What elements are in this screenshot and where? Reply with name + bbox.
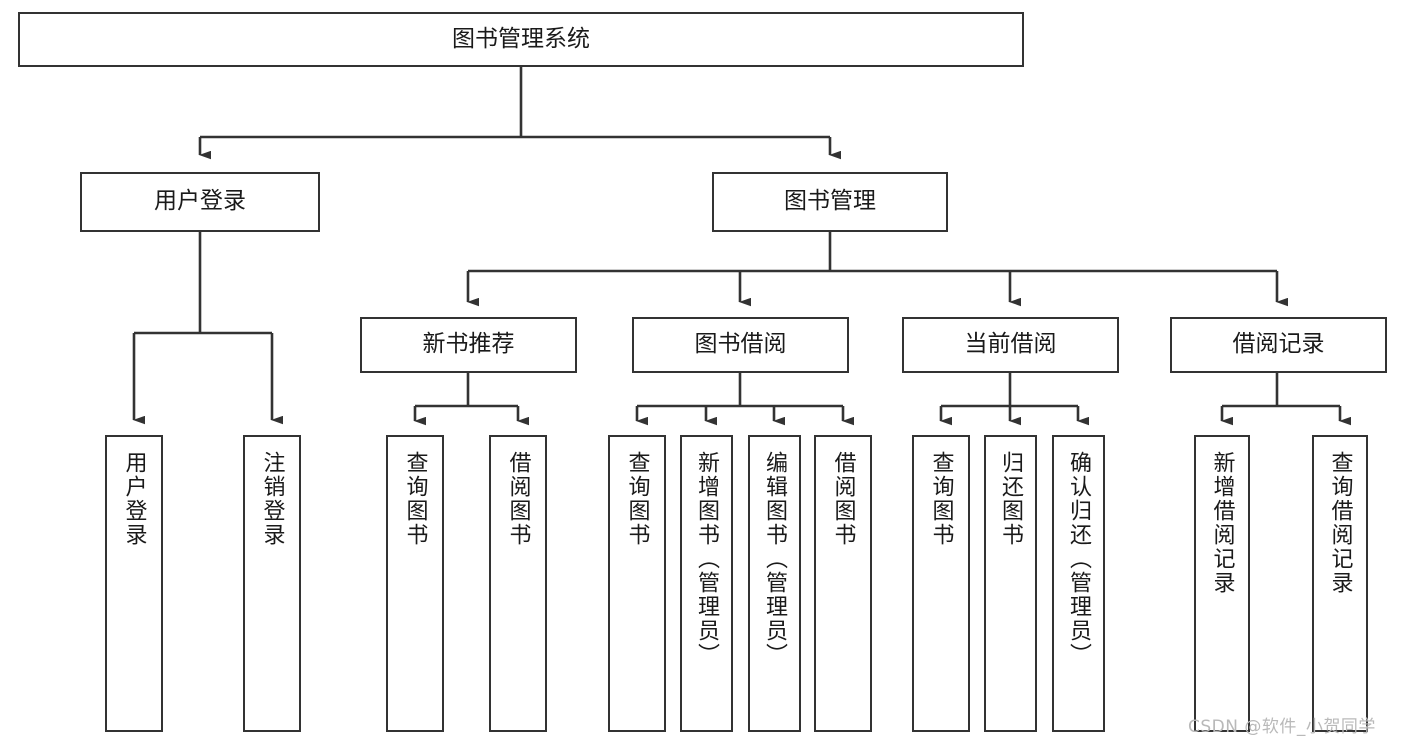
node-leaf-query-book-2-label: 查询图书 [624, 451, 650, 547]
node-root-label: 图书管理系统 [452, 25, 590, 52]
node-leaf-user-login[interactable]: 用户登录 [105, 435, 163, 732]
node-leaf-borrow-book-2-label: 借阅图书 [830, 451, 856, 547]
node-book-borrow-label: 图书借阅 [694, 331, 787, 358]
node-leaf-add-book[interactable]: 新增图书（管理员） [680, 435, 733, 732]
node-leaf-return-book[interactable]: 归还图书 [984, 435, 1037, 732]
node-leaf-confirm-return[interactable]: 确认归还（管理员） [1052, 435, 1105, 732]
node-leaf-query-book-1[interactable]: 查询图书 [386, 435, 444, 732]
node-leaf-confirm-return-label: 确认归还（管理员） [1066, 451, 1092, 667]
node-leaf-edit-book-label: 编辑图书（管理员） [762, 451, 788, 667]
node-leaf-borrow-book-2[interactable]: 借阅图书 [814, 435, 872, 732]
node-leaf-borrow-book-1-label: 借阅图书 [505, 451, 531, 547]
node-leaf-user-login-label: 用户登录 [121, 451, 147, 547]
node-book-borrow[interactable]: 图书借阅 [632, 317, 849, 373]
node-current-borrow-label: 当前借阅 [964, 331, 1057, 358]
node-leaf-query-book-3-label: 查询图书 [928, 451, 954, 547]
node-leaf-query-record-label: 查询借阅记录 [1327, 451, 1353, 595]
node-current-borrow[interactable]: 当前借阅 [902, 317, 1119, 373]
node-new-book-recommend[interactable]: 新书推荐 [360, 317, 577, 373]
node-root[interactable]: 图书管理系统 [18, 12, 1024, 67]
node-leaf-return-book-label: 归还图书 [998, 451, 1024, 547]
node-user-login-label: 用户登录 [154, 188, 246, 215]
node-leaf-add-book-label: 新增图书（管理员） [694, 451, 720, 667]
node-leaf-query-record[interactable]: 查询借阅记录 [1312, 435, 1368, 732]
node-new-book-recommend-label: 新书推荐 [422, 331, 515, 358]
node-borrow-record-label: 借阅记录 [1232, 331, 1325, 358]
node-leaf-query-book-2[interactable]: 查询图书 [608, 435, 666, 732]
node-leaf-query-book-1-label: 查询图书 [402, 451, 428, 547]
watermark: CSDN @软件_小贺同学 [1188, 717, 1376, 737]
node-book-manage[interactable]: 图书管理 [712, 172, 948, 232]
node-leaf-borrow-book-1[interactable]: 借阅图书 [489, 435, 547, 732]
node-user-login[interactable]: 用户登录 [80, 172, 320, 232]
node-leaf-add-record-label: 新增借阅记录 [1209, 451, 1235, 595]
node-leaf-edit-book[interactable]: 编辑图书（管理员） [748, 435, 801, 732]
node-book-manage-label: 图书管理 [784, 188, 876, 215]
node-leaf-add-record[interactable]: 新增借阅记录 [1194, 435, 1250, 732]
node-leaf-query-book-3[interactable]: 查询图书 [912, 435, 970, 732]
node-borrow-record[interactable]: 借阅记录 [1170, 317, 1387, 373]
node-leaf-logout-login[interactable]: 注销登录 [243, 435, 301, 732]
node-leaf-logout-login-label: 注销登录 [259, 451, 285, 547]
